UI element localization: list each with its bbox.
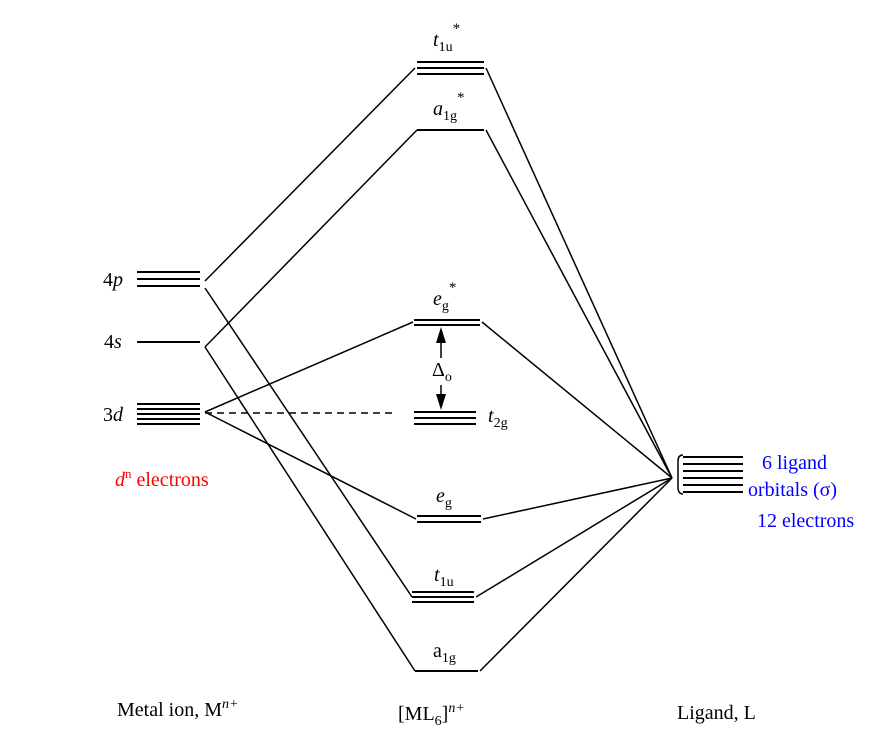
label-t1u: t1u: [434, 564, 454, 590]
metal-3d-level: [137, 403, 200, 425]
label-4p: 4p: [103, 269, 123, 291]
label-a1g-star: a1g*: [433, 90, 465, 124]
label-a1g: a1g: [433, 640, 456, 666]
label-eg-star: eg*: [433, 280, 456, 314]
label-4s: 4s: [104, 331, 122, 353]
delta-o-arrow: [436, 327, 446, 410]
ligand-correlation-lines: [475, 67, 673, 672]
eg-level: [417, 515, 481, 523]
label-ligand-line1: 6 ligand: [762, 452, 827, 474]
label-3d: 3d: [103, 404, 124, 426]
label-t1u-star: t1u*: [433, 21, 460, 55]
label-ligand-line2: orbitals (σ): [748, 479, 837, 501]
eg-star-level: [414, 319, 480, 326]
t2g-level: [414, 411, 476, 425]
label-eg: eg: [436, 485, 452, 511]
footer-ligand: Ligand, L: [677, 702, 756, 724]
ligand-level: [677, 454, 743, 495]
footer-complex: [ML6]n+: [398, 701, 465, 729]
label-ligand-line3: 12 electrons: [757, 510, 854, 532]
t1u-star-level: [417, 61, 484, 75]
label-delta-o: Δo: [432, 359, 452, 385]
label-dn-electrons: dn electrons: [115, 466, 209, 491]
metal-correlation-lines: [204, 67, 418, 672]
label-t2g: t2g: [488, 405, 508, 431]
metal-4p-level: [137, 271, 200, 287]
footer-metal-ion: Metal ion, Mn+: [117, 697, 238, 721]
t1u-level: [412, 591, 474, 603]
